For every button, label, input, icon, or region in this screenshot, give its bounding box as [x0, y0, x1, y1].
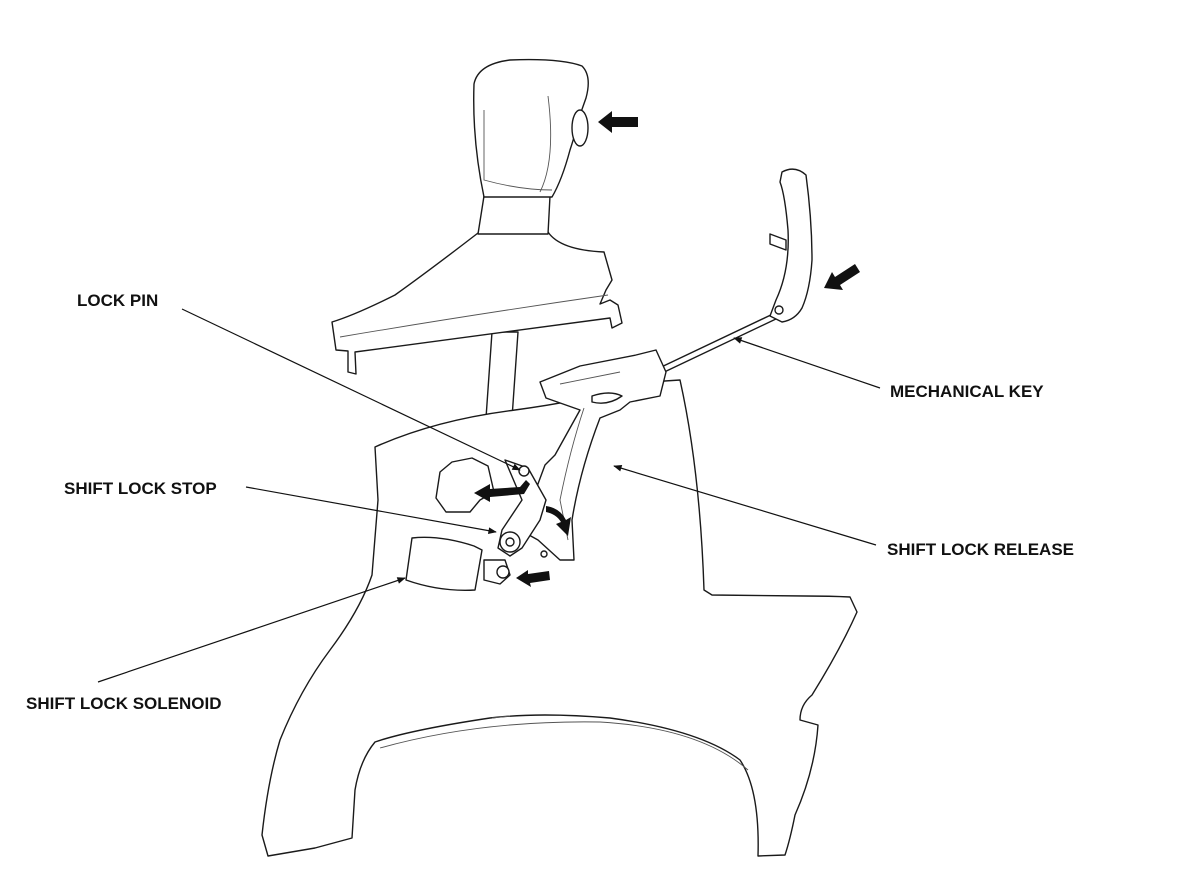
leader-shift-lock-solenoid: [97, 577, 406, 683]
shift-knob: [473, 58, 589, 198]
shift-lock-solenoid: [405, 536, 483, 591]
leader-lines: [97, 308, 881, 683]
shift-lock-stop-assembly: [435, 457, 548, 585]
leader-shift-lock-release: [613, 464, 877, 546]
shifter-base-housing: [261, 379, 858, 857]
leader-lock-pin: [181, 308, 521, 471]
key-insert-arrow: [824, 264, 860, 290]
label-shift-lock-stop: SHIFT LOCK STOP: [64, 479, 217, 498]
solenoid-push-arrow: [516, 570, 550, 587]
label-shift-lock-solenoid: SHIFT LOCK SOLENOID: [26, 694, 222, 713]
movement-arrows: [474, 111, 860, 587]
pawl-rotate-arrow: [474, 480, 530, 502]
mechanical-key: [654, 168, 813, 376]
release-rotate-arrow: [546, 506, 571, 536]
label-lock-pin: LOCK PIN: [77, 291, 159, 310]
leader-mechanical-key: [733, 337, 881, 389]
label-mechanical-key: MECHANICAL KEY: [890, 382, 1044, 401]
knob-push-arrow: [598, 111, 638, 133]
leader-shift-lock-stop: [245, 486, 497, 534]
label-shift-lock-release: SHIFT LOCK RELEASE: [887, 540, 1075, 559]
shift-lever-rod: [485, 331, 519, 419]
shift-boot-cover: [331, 195, 623, 375]
